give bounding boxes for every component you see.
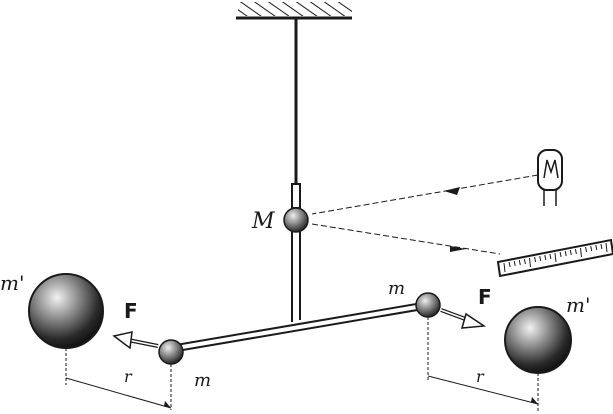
scale-tick: [574, 248, 577, 255]
label-force-left: F: [124, 299, 138, 323]
fiber-clamp: [291, 183, 301, 209]
scale-tick: [534, 256, 537, 263]
lamp-icon: [537, 149, 563, 206]
small-mass-left: [158, 339, 184, 365]
scale-tick: [529, 257, 531, 268]
scale-tick: [569, 249, 572, 256]
scale-tick: [523, 258, 526, 265]
mirror-mass: [283, 207, 309, 233]
scale-tick: [518, 259, 521, 266]
label-distance-right: r: [476, 367, 485, 386]
label-distance-left: r: [124, 367, 133, 386]
vertical-stem: [291, 232, 301, 322]
scale-tick: [559, 251, 562, 258]
scale-tick: [595, 244, 598, 251]
distance-marker-left: [65, 348, 172, 410]
scale-tick: [564, 250, 567, 257]
scale-tick: [513, 260, 516, 267]
label-small-mass-left: m: [194, 370, 211, 391]
large-mass-right: [504, 306, 572, 374]
light-beam-reflected: [311, 223, 501, 255]
label-large-mass-left: m': [0, 271, 24, 295]
reading-scale: [496, 238, 613, 278]
label-large-mass-right: m': [566, 293, 590, 317]
scale-tick: [539, 255, 542, 262]
large-mass-left: [28, 273, 104, 349]
distance-marker-right: [427, 317, 539, 412]
scale-tick: [585, 246, 588, 253]
small-mass-right: [415, 292, 441, 318]
light-beam-incident: [311, 174, 539, 215]
scale-tick: [580, 247, 582, 258]
label-small-mass-right: m: [388, 278, 405, 299]
label-mirror-mass: M: [251, 209, 275, 234]
scale-tick: [554, 252, 557, 263]
scale-tick: [549, 253, 552, 260]
force-arrow-right: [440, 308, 487, 329]
scale-tick: [544, 254, 547, 261]
scale-tick: [503, 262, 506, 273]
scale-tick: [605, 242, 608, 253]
scale-tick: [590, 245, 593, 252]
scale-tick: [600, 243, 603, 250]
label-force-right: F: [478, 285, 492, 309]
ceiling-support: [236, 2, 352, 20]
scale-tick: [508, 261, 511, 268]
force-arrow-left: [112, 331, 159, 350]
